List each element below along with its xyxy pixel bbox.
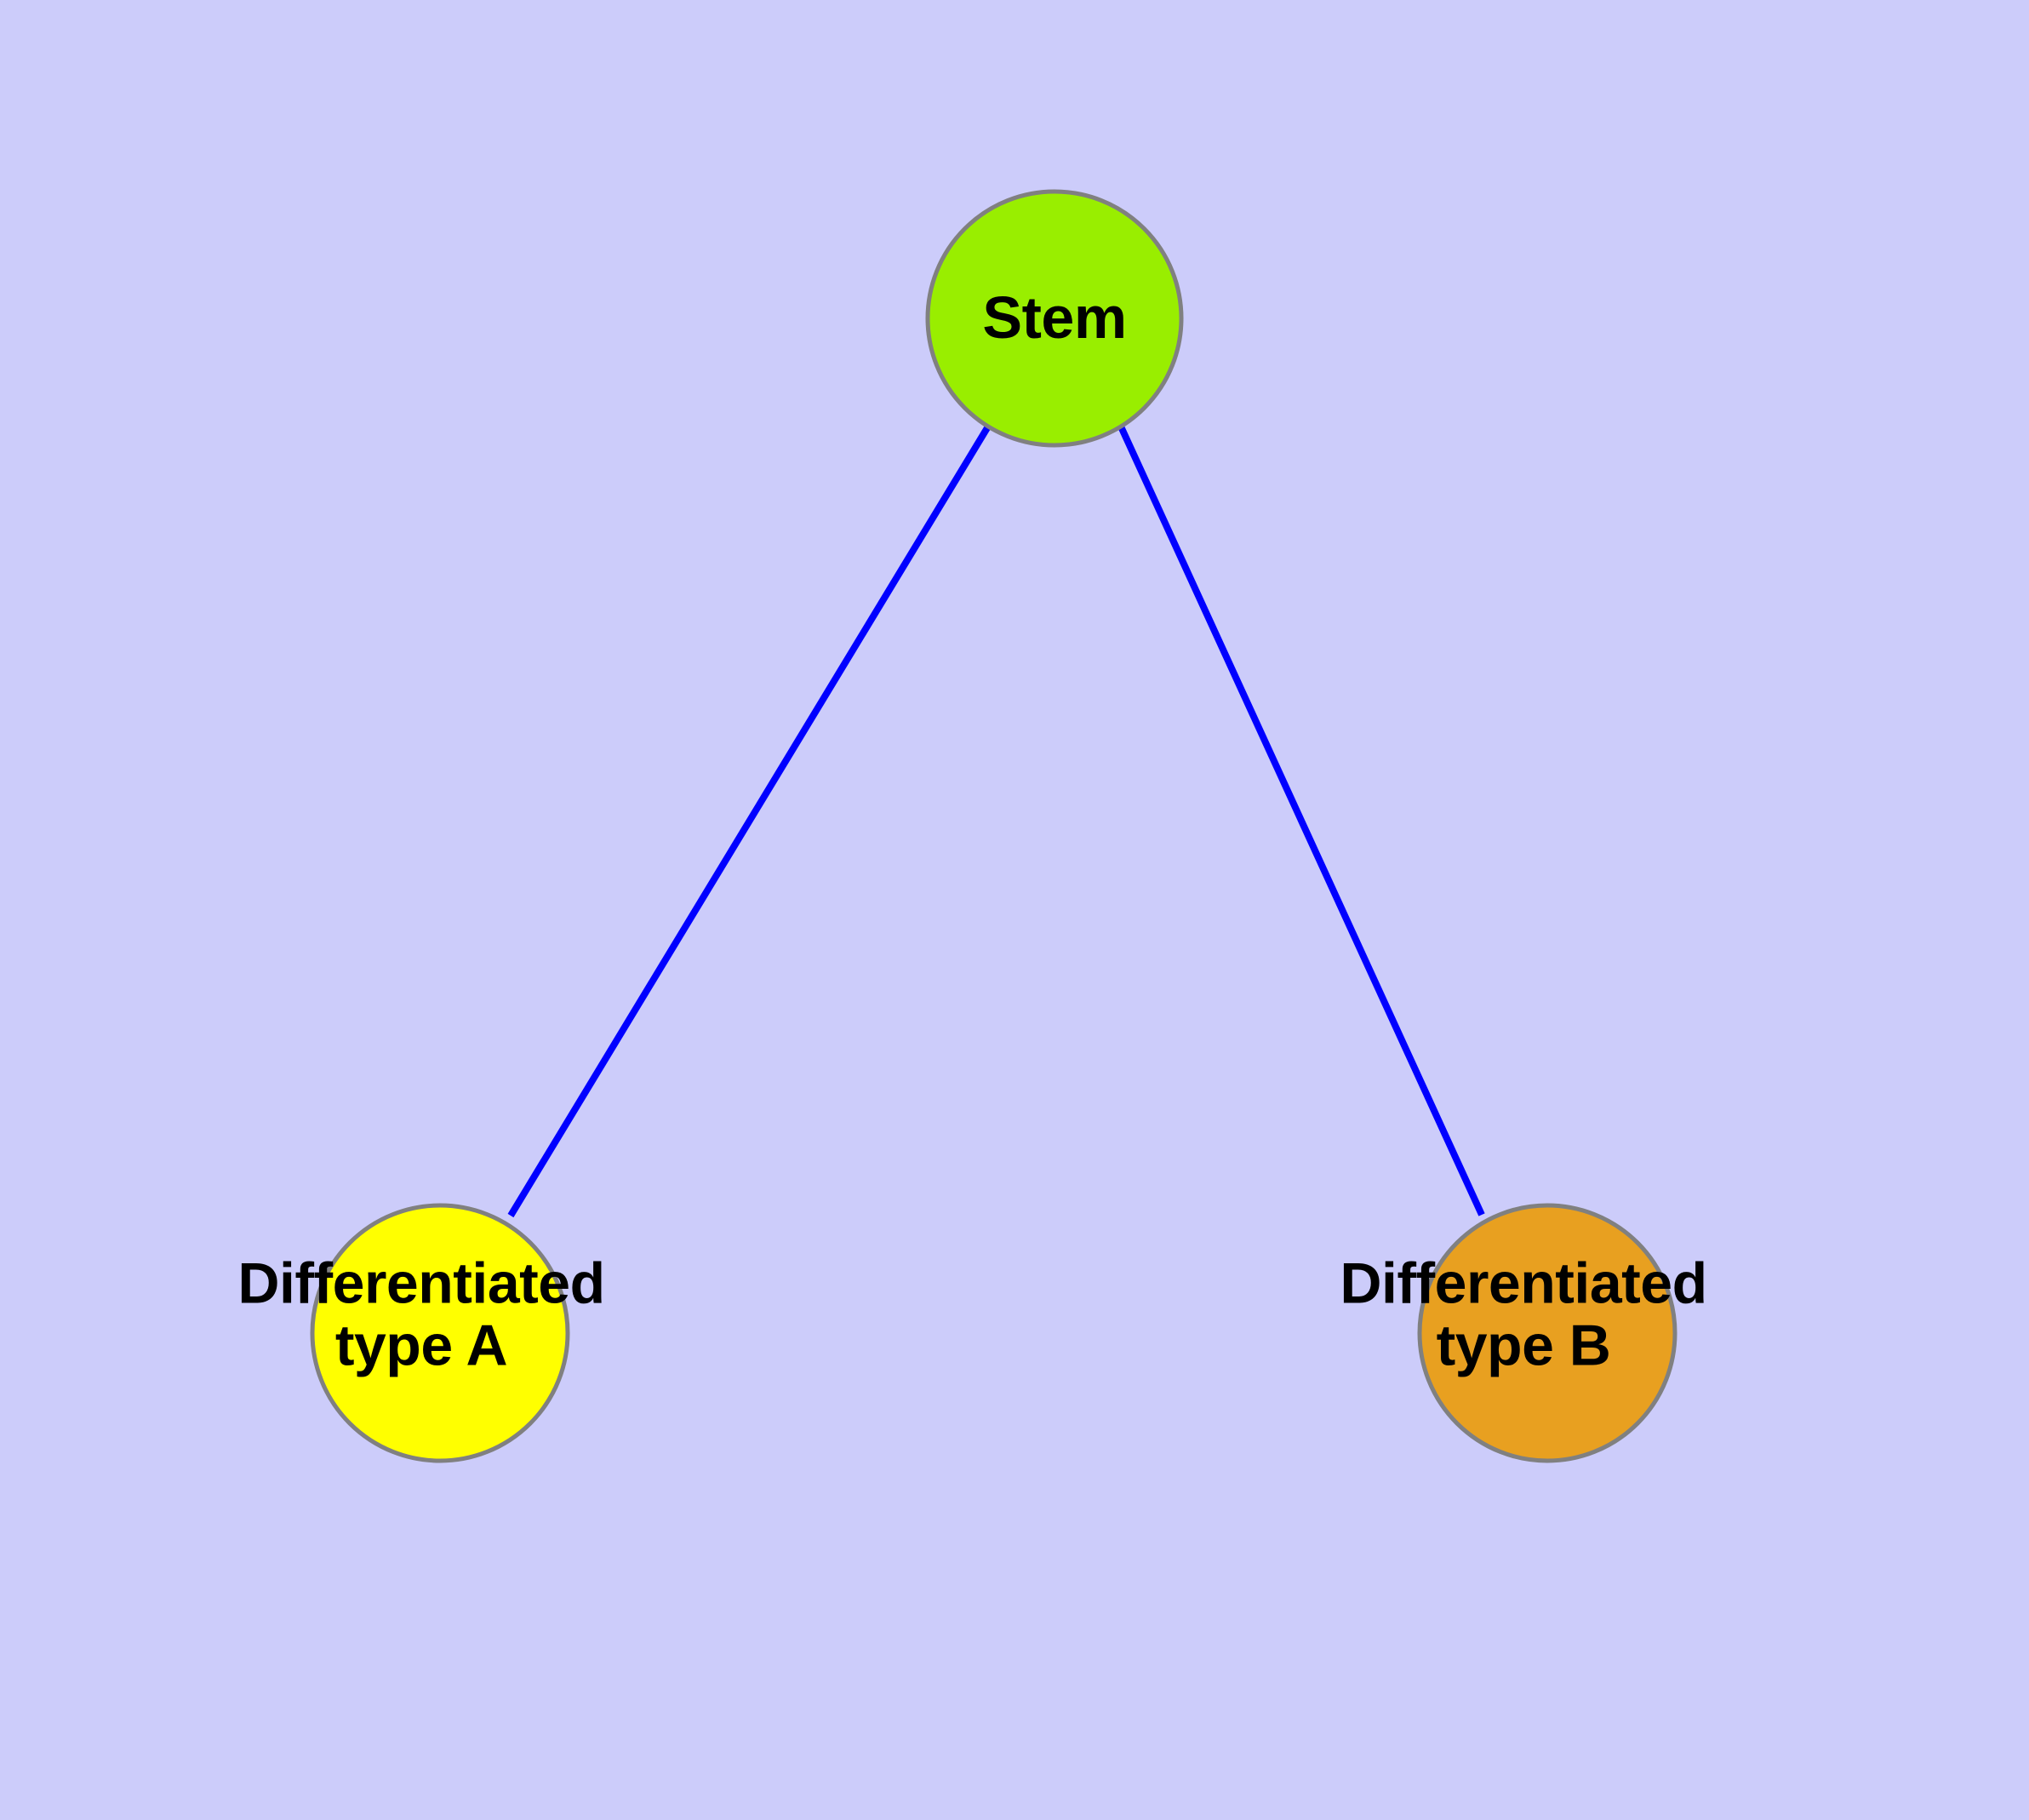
node-stem[interactable] <box>925 189 1184 448</box>
node-differentiated-type-b[interactable] <box>1417 1203 1677 1463</box>
edge-layer <box>507 424 1485 1218</box>
edge-stem-to-diff-b <box>1117 425 1485 1216</box>
node-layer <box>310 189 1677 1463</box>
edge-stem-to-diff-a <box>507 424 992 1218</box>
node-differentiated-type-a[interactable] <box>310 1203 570 1463</box>
